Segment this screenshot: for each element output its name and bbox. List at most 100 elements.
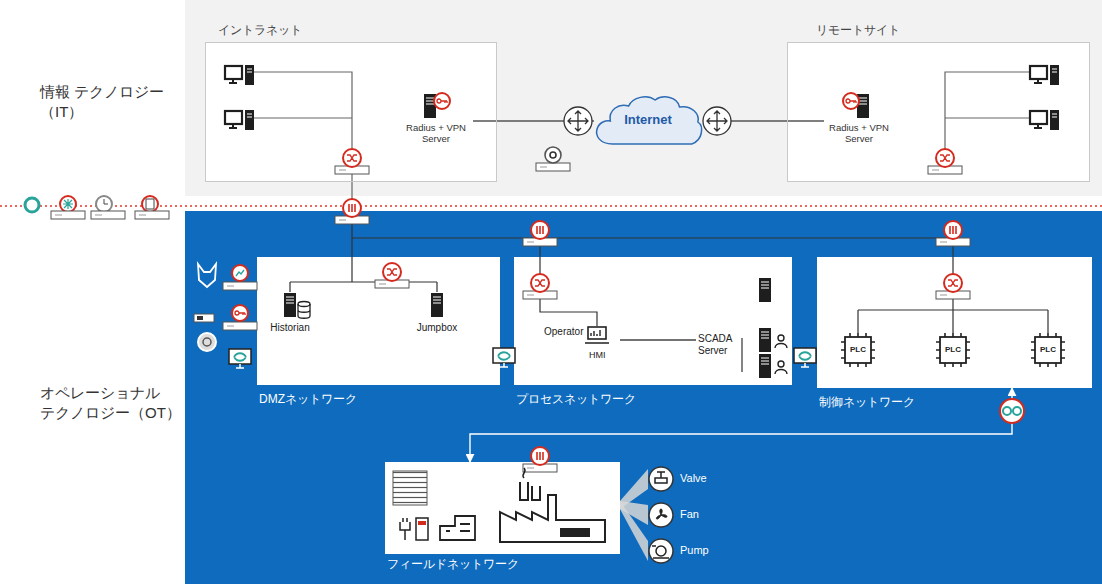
device — [536, 163, 570, 171]
monitor-icon — [229, 349, 251, 368]
usb-device — [197, 316, 203, 320]
network-link — [620, 339, 696, 340]
user-icon — [775, 361, 787, 374]
firewalls — [335, 199, 970, 472]
switch-icon — [936, 274, 970, 299]
database-icon — [298, 304, 310, 318]
field-devices — [393, 468, 605, 542]
meter-icon — [418, 521, 426, 525]
gear-icon — [550, 152, 556, 158]
node-label: Radius + VPN Server — [401, 123, 471, 145]
cloud-node: Internet — [594, 94, 704, 148]
network-zone-box: DMZネットワークHistorianJumpbox — [257, 257, 500, 385]
device-node: Fan — [648, 502, 728, 528]
server-icon — [759, 278, 771, 302]
network-wire — [741, 338, 742, 372]
building-icon — [440, 516, 475, 540]
boundary-devices — [25, 196, 169, 219]
server-icon — [284, 293, 296, 317]
protocol-icon — [1000, 399, 1024, 423]
network-wire — [352, 237, 953, 238]
zone-label: DMZネットワーク — [259, 393, 357, 407]
firewall-icon — [335, 199, 369, 224]
protocol-icon — [1013, 407, 1021, 415]
timer-icon — [104, 199, 108, 204]
zone-label: プロセスネットワーク — [516, 393, 636, 407]
box-fill — [514, 257, 792, 385]
server-icon — [759, 328, 771, 352]
pc-icon — [1030, 65, 1059, 85]
firewall-icon — [523, 447, 557, 472]
pc-icon — [225, 65, 254, 85]
box-fill — [205, 42, 1092, 554]
pump-icon — [649, 539, 673, 563]
node-label: Jumpbox — [412, 322, 462, 334]
device-node: Pump — [648, 538, 728, 564]
network-wire — [254, 72, 352, 150]
pc-icon — [1030, 110, 1059, 130]
smoke — [523, 468, 525, 478]
ids-icon — [60, 196, 76, 212]
monitor-icon — [794, 348, 816, 367]
vpn-icon — [232, 305, 248, 321]
pump-icon — [656, 546, 666, 556]
zone-label: イントラネット — [218, 24, 302, 38]
node-label: PLC — [938, 345, 968, 354]
network-zone-box: 制御ネットワークPLCPLCPLC — [817, 257, 1092, 388]
device-node: Valve — [648, 466, 728, 492]
actuators — [649, 467, 673, 563]
factory-icon — [500, 495, 605, 542]
device-node: Radius + VPN Server — [824, 91, 896, 151]
device — [135, 211, 169, 219]
rack-icon — [393, 471, 427, 505]
image-icon — [236, 270, 244, 276]
node-label: Historian — [265, 322, 315, 334]
zone-label: フィールドネットワーク — [387, 558, 519, 572]
ids-icon — [63, 199, 73, 209]
device — [223, 282, 257, 290]
usb-device — [194, 314, 214, 322]
node-label: PLC — [1033, 345, 1063, 354]
target-icon — [198, 333, 216, 351]
node-label: Operator — [544, 326, 583, 338]
building-icon — [446, 524, 470, 531]
server-icon — [759, 354, 771, 378]
ot-band — [185, 211, 1102, 584]
switch-icon — [375, 263, 409, 288]
switch-icon — [335, 149, 369, 174]
switch-icon — [523, 274, 557, 299]
device — [223, 322, 257, 330]
network-wire — [254, 72, 1030, 199]
factory-icon — [520, 482, 540, 500]
plc-chip — [841, 333, 875, 367]
plc-chip — [936, 333, 970, 367]
vpn-icon — [434, 93, 450, 109]
layer-label: オペレーショナル テクノロジー（OT） — [40, 383, 205, 424]
node-label: Pump — [680, 544, 709, 557]
protocol-icon — [1003, 407, 1011, 415]
device-node: Jumpbox — [412, 290, 464, 340]
network-wire — [351, 174, 352, 199]
box-fill — [205, 42, 497, 182]
plc-chip — [1031, 333, 1065, 367]
firewall-icon — [936, 221, 970, 246]
switch-icon — [928, 149, 962, 174]
gear-icon — [545, 147, 561, 163]
timer-icon — [96, 196, 112, 212]
meter-icon — [416, 518, 428, 540]
target-icon — [203, 338, 211, 346]
device-node: PLC — [938, 335, 970, 365]
zone-label: リモートサイト — [816, 24, 900, 38]
vpn-icon — [843, 93, 859, 109]
monitor-icon — [25, 198, 39, 212]
database-icon — [298, 302, 310, 307]
network-wire — [290, 224, 1048, 372]
network-zone-box: イントラネットRadius + VPN Server — [205, 42, 497, 182]
device-node: Historian — [265, 290, 317, 340]
network-wire — [858, 246, 1048, 333]
connectors — [470, 121, 1012, 561]
box-fill — [385, 462, 620, 554]
factory-icon — [560, 528, 590, 537]
